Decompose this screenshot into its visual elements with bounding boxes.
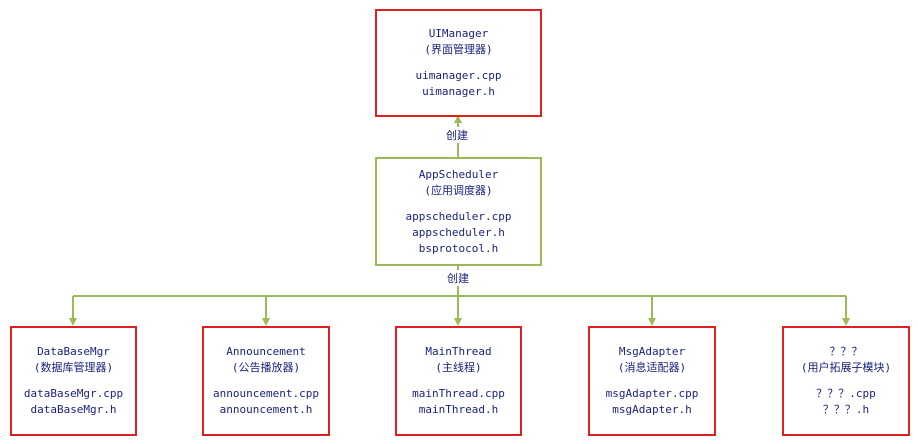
uimanager-name: UIManager: [428, 27, 489, 40]
module-name: MainThread: [425, 345, 492, 358]
module-file: mainThread.h: [418, 403, 499, 416]
module-name: Announcement: [226, 345, 306, 358]
module-name: ？？？: [829, 345, 863, 358]
uimanager-file: uimanager.cpp: [415, 69, 502, 82]
module-file: dataBaseMgr.cpp: [23, 387, 124, 400]
appscheduler-desc: (应用调度器): [424, 183, 493, 197]
user-extension-box: ？？？ (用户拓展子模块) ？？？.cpp ？？？.h: [782, 326, 910, 436]
uimanager-file: uimanager.h: [422, 85, 495, 98]
databasemgr-box: DataBaseMgr (数据库管理器) dataBaseMgr.cpp dat…: [10, 326, 137, 436]
module-name: MsgAdapter: [618, 345, 686, 358]
module-file: ？？？.h: [822, 403, 870, 416]
module-name: DataBaseMgr: [37, 345, 110, 358]
appscheduler-file: appscheduler.cpp: [405, 209, 512, 223]
mainthread-box: MainThread (主线程) mainThread.cpp mainThre…: [395, 326, 522, 436]
module-desc: (主线程): [435, 361, 482, 374]
module-file: msgAdapter.h: [612, 403, 692, 416]
module-desc: (公告播放器): [231, 361, 301, 374]
uimanager-box: UIManager (界面管理器) uimanager.cpp uimanage…: [375, 9, 542, 117]
uimanager-desc: (界面管理器): [424, 43, 493, 56]
create-label-up: 创建: [445, 127, 469, 143]
module-desc: (消息适配器): [617, 361, 687, 374]
appscheduler-box: AppScheduler (应用调度器) appscheduler.cpp ap…: [375, 157, 542, 266]
announcement-box: Announcement (公告播放器) announcement.cpp an…: [202, 326, 330, 436]
appscheduler-file: bsprotocol.h: [418, 241, 499, 255]
module-file: announcement.cpp: [213, 387, 319, 400]
module-file: msgAdapter.cpp: [605, 387, 699, 400]
msgadapter-box: MsgAdapter (消息适配器) msgAdapter.cpp msgAda…: [588, 326, 716, 436]
module-file: ？？？.cpp: [816, 387, 876, 400]
module-desc: (数据库管理器): [33, 361, 114, 374]
module-file: mainThread.cpp: [412, 387, 505, 400]
module-desc: (用户拓展子模块): [800, 361, 892, 374]
appscheduler-name: AppScheduler: [418, 167, 499, 181]
create-label-down: 创建: [446, 270, 470, 286]
module-file: announcement.h: [219, 403, 313, 416]
module-file: dataBaseMgr.h: [30, 403, 117, 416]
appscheduler-file: appscheduler.h: [412, 225, 505, 239]
